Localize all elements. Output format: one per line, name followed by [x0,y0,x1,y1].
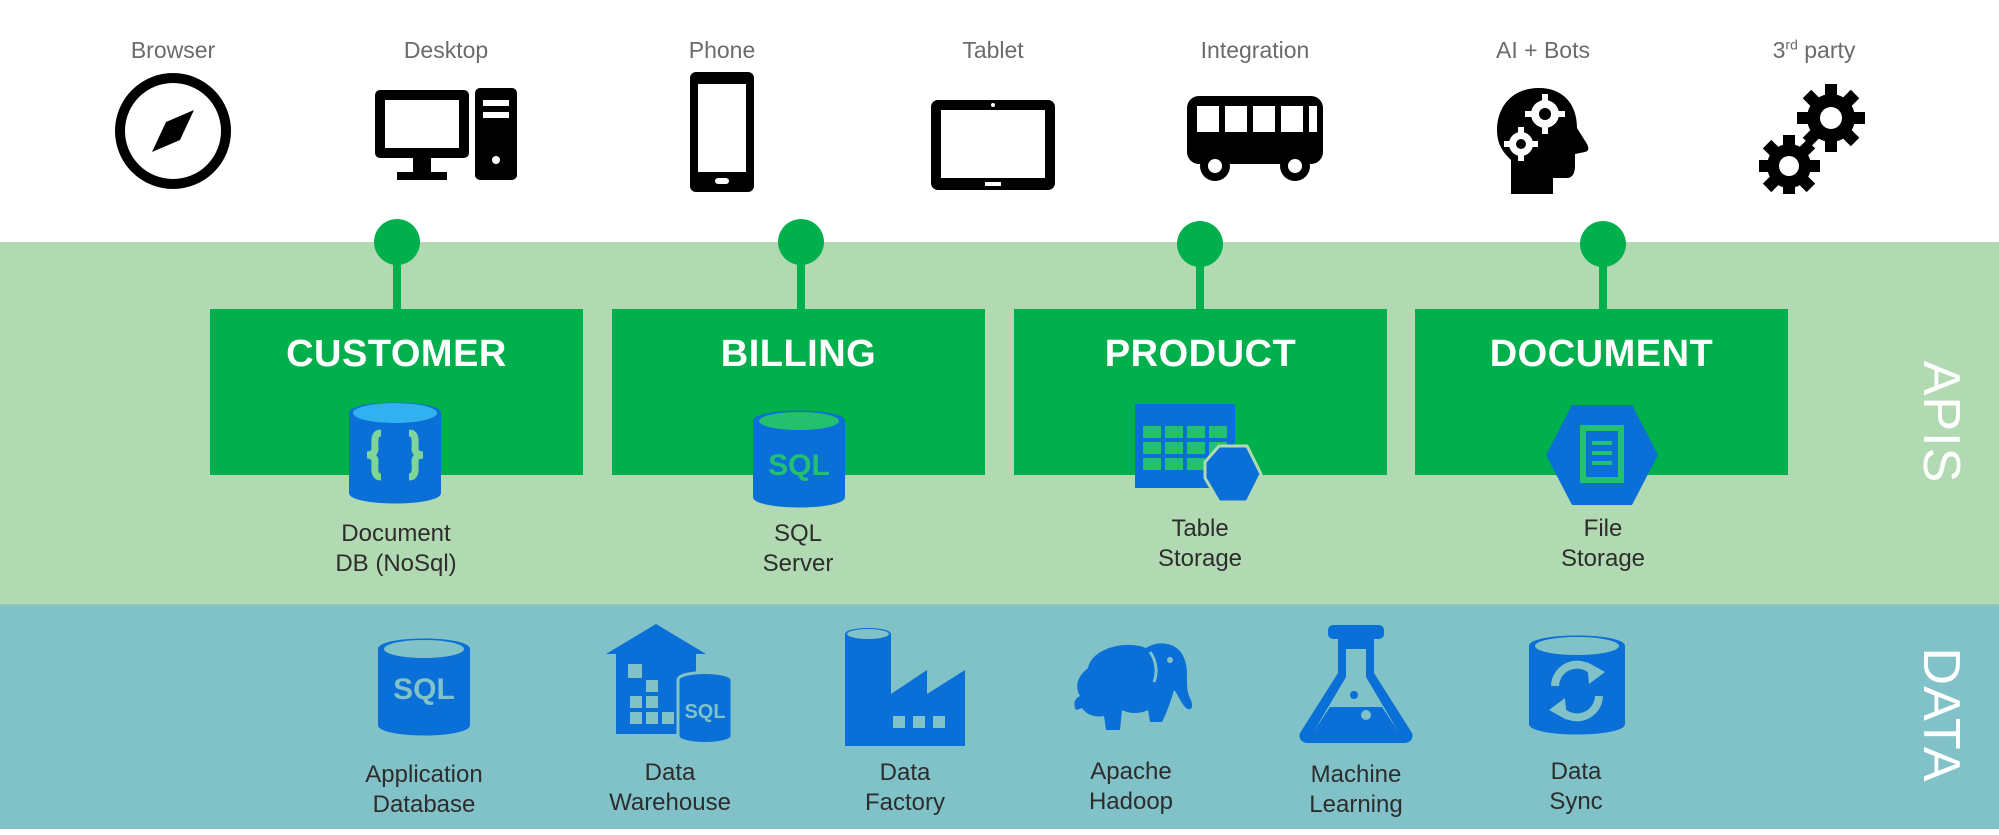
connector-pin [1177,221,1223,267]
data-band [0,604,1999,829]
service-title: CUSTOMER [286,333,507,375]
sql-database-icon: SQL [753,410,845,508]
connector-pin [1580,221,1626,267]
apis-band-label: APIS [1912,360,1970,484]
client-phone: Phone [622,36,822,206]
connector-stem [1196,242,1204,312]
client-3rd-party: 3rd party [1714,36,1914,206]
client-label: Desktop [403,37,489,63]
sql-database-icon: SQL [378,638,470,736]
factory-icon [845,628,965,746]
client-browser: Browser [73,36,273,206]
connector-stem [797,242,805,312]
service-title: DOCUMENT [1489,333,1714,375]
connector-pin [778,219,824,265]
client-label: Phone [688,37,756,63]
table-storage-icon [1135,404,1263,504]
service-title: BILLING [720,333,877,375]
desktop-computer-icon [375,88,517,180]
compass-icon [115,73,231,189]
client-label: AI + Bots [1496,37,1590,63]
svg-text:SQL: SQL [768,449,830,482]
flask-icon [1299,625,1413,743]
connector-stem [1599,242,1607,312]
client-label: Tablet [962,37,1024,63]
svg-text:SQL: SQL [393,673,455,706]
client-ai-bots: AI + Bots [1443,36,1643,206]
data-band-label: DATA [1912,647,1970,783]
file-storage-icon [1546,405,1658,505]
documentdb-icon [349,402,441,504]
connector-pin [374,219,420,265]
connector-stem [393,242,401,312]
svg-text:SQL: SQL [684,701,725,723]
tablet-icon [931,100,1055,190]
client-label: Integration [1200,37,1310,63]
band-divider [0,604,1999,605]
bus-icon [1187,96,1323,181]
gears-icon [1759,84,1865,194]
service-title: PRODUCT [1104,333,1297,375]
ai-head-gears-icon [1497,88,1589,194]
service-product: PRODUCT [1014,309,1387,475]
sync-database-icon [1529,635,1625,735]
client-tablet: Tablet [893,36,1093,206]
client-desktop: Desktop [346,36,546,206]
smartphone-icon [690,72,754,192]
data-warehouse-icon: SQL [606,624,734,745]
elephant-icon [1074,643,1193,730]
client-label: Browser [130,37,216,63]
client-label: 3rd party [1772,36,1856,63]
client-integration: Integration [1155,36,1355,206]
